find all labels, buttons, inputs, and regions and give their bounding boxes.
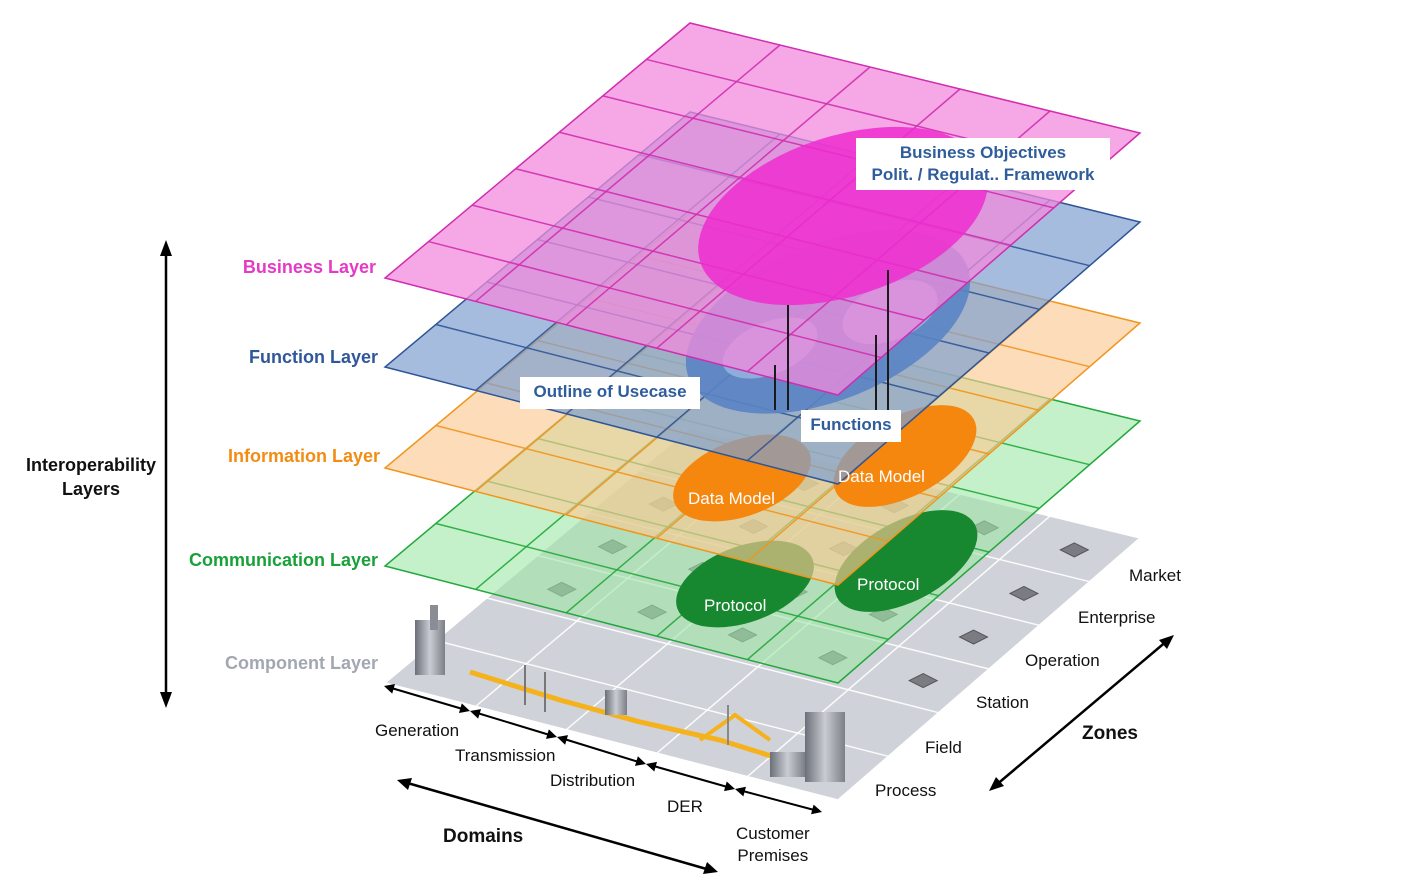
energy-line — [469, 669, 801, 768]
functions-callout: Functions — [801, 410, 901, 442]
domain-arrowhead — [545, 729, 557, 739]
domain-generation-label: Generation — [375, 721, 460, 740]
device-icon — [1059, 542, 1090, 558]
domain-distribution-label: Distribution — [550, 771, 636, 790]
domain-arrowhead — [557, 735, 569, 745]
domains-axis-arrow — [397, 778, 718, 874]
customer-line2: Premises — [737, 846, 809, 865]
business-objectives-line2: Polit. / Regulat.. Framework — [871, 165, 1095, 184]
zone-field-label: Field — [925, 738, 962, 757]
grid-line-component — [486, 597, 939, 714]
business-objectives-line1: Business Objectives — [899, 143, 1067, 162]
interoperability-line2: Layers — [61, 479, 121, 499]
data-model-right-ellipse — [833, 405, 977, 507]
grid-line-business — [565, 66, 871, 326]
protocol-right-ellipse — [834, 510, 978, 612]
customer-line1: Customer — [736, 824, 810, 843]
energy-line — [698, 712, 772, 742]
zone-market-label: Market — [1129, 566, 1181, 585]
zones-axis-arrow — [989, 635, 1174, 791]
domain-segment-arrow — [387, 686, 467, 711]
domain-arrowhead — [470, 709, 482, 719]
zones-label: Zones — [1082, 723, 1138, 744]
interoperability-layers-label: Interoperability Layers — [18, 453, 164, 501]
grid-line-information — [435, 424, 889, 543]
chimney-icon — [430, 605, 438, 630]
domain-customer-premises-label: Customer Premises — [736, 823, 810, 867]
domain-arrowhead — [724, 781, 735, 792]
zone-enterprise-label: Enterprise — [1078, 608, 1156, 627]
interoperability-axis-arrow — [160, 240, 172, 708]
domain-segment-arrow — [738, 789, 819, 812]
domains-label: Domains — [443, 826, 524, 847]
layer-planes — [383, 22, 1142, 801]
domain-arrowhead — [646, 761, 657, 772]
protocol-left-label: Protocol — [704, 596, 767, 615]
office-building-icon — [805, 712, 845, 782]
device-icon — [908, 673, 939, 689]
interoperability-line1: Interoperability — [25, 455, 157, 475]
house-icon — [770, 752, 805, 777]
grid-line-business — [428, 240, 882, 359]
device-icon — [1008, 585, 1040, 602]
domain-arrows — [384, 683, 822, 815]
grid-line-communication — [435, 522, 889, 641]
domain-segment-arrow — [560, 737, 643, 764]
data-model-left-label: Data Model — [688, 489, 775, 508]
business-layer-label: Business Layer — [242, 257, 376, 277]
communication-layer-label: Communication Layer — [188, 550, 378, 570]
domain-der-label: DER — [667, 797, 703, 816]
domain-arrowhead — [384, 683, 395, 694]
component-layer-label: Component Layer — [224, 653, 378, 673]
domain-transmission-label: Transmission — [455, 746, 556, 765]
information-layer-label: Information Layer — [227, 446, 380, 466]
data-model-right-label: Data Model — [838, 467, 925, 486]
function-layer-label: Function Layer — [248, 347, 378, 367]
domain-segment-arrow — [649, 764, 732, 789]
domain-segment-arrow — [473, 711, 554, 737]
device-icon — [958, 629, 989, 645]
business-objectives-callout: Business Objectives Polit. / Regulat.. F… — [856, 138, 1110, 190]
domain-arrowhead — [634, 756, 646, 766]
substation-icon — [605, 690, 627, 715]
domain-arrowhead — [811, 804, 822, 815]
zone-station-label: Station — [976, 693, 1029, 712]
outline-of-usecase-callout: Outline of Usecase — [520, 377, 700, 409]
domain-arrowhead — [459, 703, 470, 714]
zone-operation-label: Operation — [1025, 651, 1100, 670]
protocol-right-label: Protocol — [857, 575, 920, 594]
grid-line-business — [475, 44, 781, 302]
grid-line-business — [471, 204, 925, 321]
domain-arrowhead — [735, 786, 746, 797]
zone-process-label: Process — [875, 781, 937, 800]
